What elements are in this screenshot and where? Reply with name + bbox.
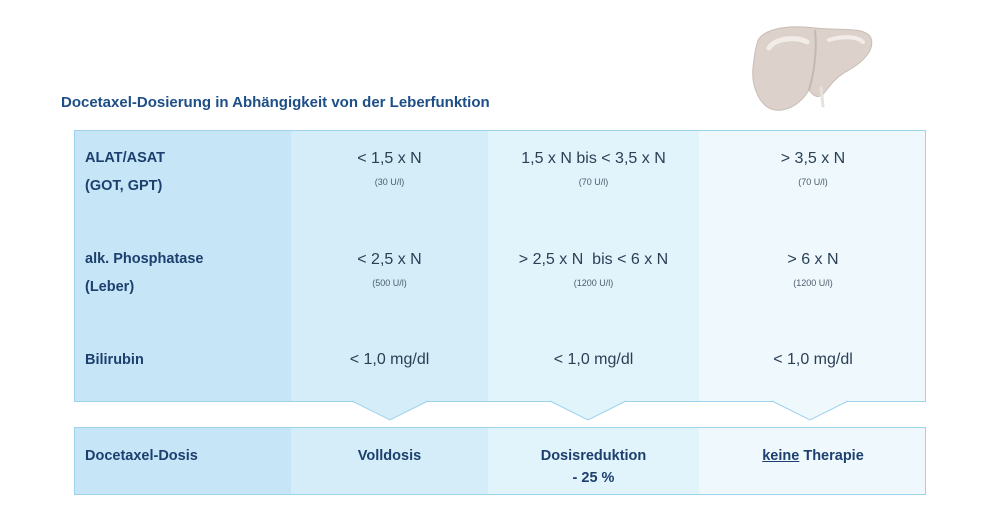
label-column bbox=[75, 131, 291, 401]
keine-emphasis: keine bbox=[762, 448, 800, 464]
arrow-normal bbox=[352, 401, 428, 420]
liver-function-table: ALAT/ASAT (GOT, GPT) < 1,5 x N (30 U/l) … bbox=[74, 130, 926, 402]
pointer-arrows bbox=[351, 400, 849, 421]
arrow-severe bbox=[772, 401, 848, 420]
dose-column-normal bbox=[291, 428, 488, 494]
row-label-bilirubin: Bilirubin bbox=[85, 352, 144, 368]
cell-alat-normal: < 1,5 x N (30 U/l) bbox=[357, 150, 422, 187]
dose-reduction: Dosisreduktion - 25 % bbox=[540, 448, 647, 486]
arrow-moderate-outline bbox=[549, 400, 627, 421]
cell-ap-severe: > 6 x N (1200 U/l) bbox=[787, 251, 839, 288]
cell-bili-normal: < 1,0 mg/dl bbox=[349, 351, 430, 368]
page-title: Docetaxel-Dosierung in Abhängigkeit von … bbox=[61, 94, 490, 111]
arrow-severe-outline bbox=[771, 400, 849, 421]
cell-ap-moderate: > 2,5 x N bis < 6 x N (1200 U/l) bbox=[518, 251, 669, 288]
dose-column-moderate bbox=[488, 428, 699, 494]
dose-label: Docetaxel-Dosis bbox=[85, 448, 198, 464]
liver-icon bbox=[752, 26, 873, 111]
column-severe bbox=[699, 131, 925, 401]
dose-full: Volldosis bbox=[357, 448, 422, 464]
cell-bili-moderate: < 1,0 mg/dl bbox=[553, 351, 634, 368]
arrow-normal-outline bbox=[351, 400, 429, 421]
arrow-moderate bbox=[550, 401, 626, 420]
dose-no-therapy: keine Therapie bbox=[762, 448, 864, 464]
dose-label-column bbox=[75, 428, 291, 494]
row-label-alat-asat: ALAT/ASAT (GOT, GPT) bbox=[85, 150, 166, 194]
dose-column-severe bbox=[699, 428, 925, 494]
cell-ap-normal: < 2,5 x N (500 U/l) bbox=[357, 251, 422, 288]
column-moderate bbox=[488, 131, 699, 401]
cell-alat-moderate: 1,5 x N bis < 3,5 x N (70 U/l) bbox=[521, 150, 666, 187]
cell-alat-severe: > 3,5 x N (70 U/l) bbox=[780, 150, 846, 187]
dose-table: Docetaxel-Dosis Volldosis Dosisreduktion… bbox=[74, 427, 926, 495]
row-label-alk-phosphatase: alk. Phosphatase (Leber) bbox=[85, 251, 204, 295]
column-normal bbox=[291, 131, 488, 401]
cell-bili-severe: < 1,0 mg/dl bbox=[773, 351, 853, 368]
